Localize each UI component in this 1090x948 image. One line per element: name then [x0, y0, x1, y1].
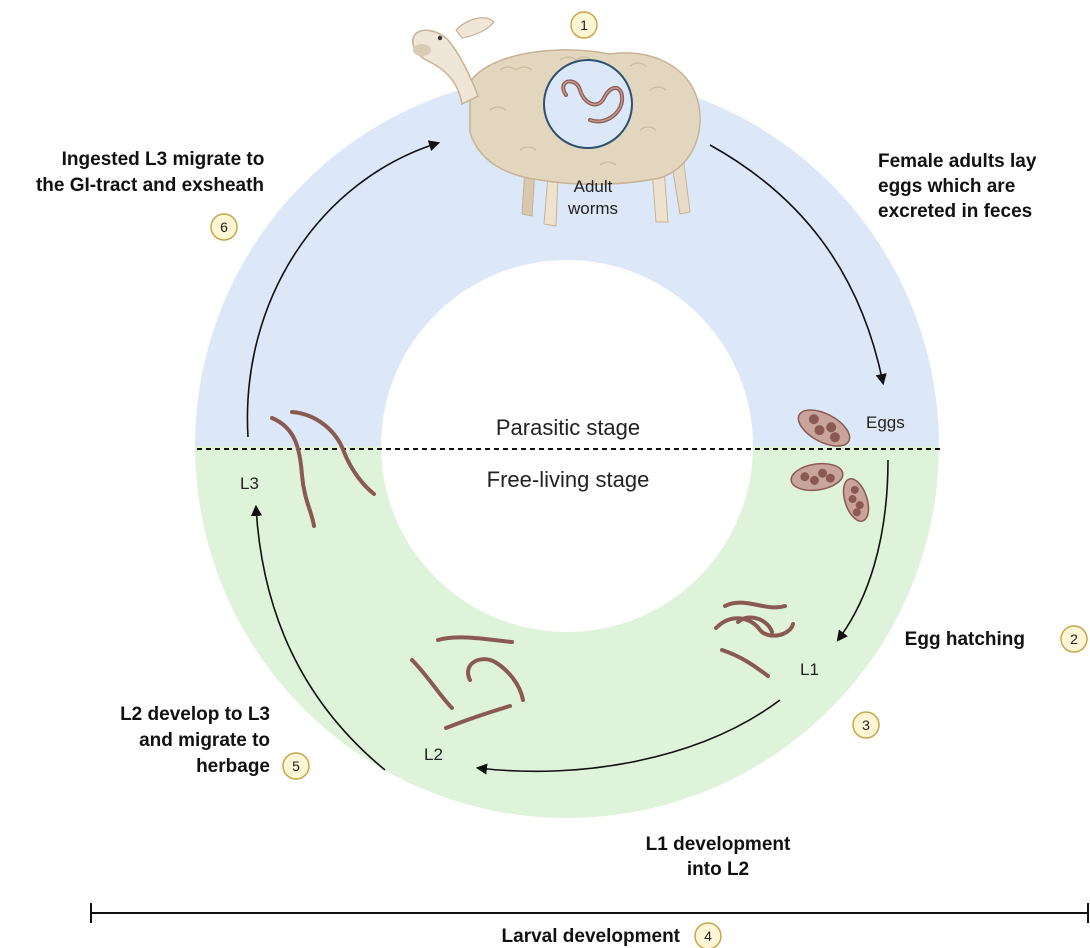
female-adults-annotation: Female adults lay eggs which are excrete… — [878, 151, 1037, 222]
ingested-l3-annotation: Ingested L3 migrate to the GI-tract and … — [36, 149, 264, 196]
svg-text:L1 development: L1 development — [646, 834, 791, 855]
step-3-marker: 3 — [853, 712, 879, 738]
svg-text:6: 6 — [220, 219, 228, 235]
larval-development-label: Larval development — [502, 926, 681, 947]
svg-text:and migrate to: and migrate to — [139, 730, 270, 751]
svg-text:3: 3 — [862, 717, 870, 733]
svg-text:5: 5 — [292, 758, 300, 774]
svg-text:eggs which are: eggs which are — [878, 176, 1015, 197]
step-5-marker: 5 — [283, 753, 309, 779]
l1-label: L1 — [800, 660, 819, 679]
adult-worms-label-line1: Adult — [574, 177, 613, 196]
svg-text:L2 develop to L3: L2 develop to L3 — [120, 704, 270, 725]
step-1-marker: 1 — [571, 12, 597, 38]
l2-develop-annotation: L2 develop to L3 and migrate to herbage — [120, 704, 270, 777]
svg-text:2: 2 — [1070, 631, 1078, 647]
adult-worms-window — [544, 60, 632, 148]
step-6-marker: 6 — [211, 214, 237, 240]
l3-label: L3 — [240, 474, 259, 493]
svg-text:the GI-tract and exsheath: the GI-tract and exsheath — [36, 175, 264, 196]
svg-text:into L2: into L2 — [687, 859, 749, 880]
svg-text:1: 1 — [580, 17, 588, 33]
svg-text:Ingested L3 migrate to: Ingested L3 migrate to — [62, 149, 265, 170]
adult-worms-label-line2: worms — [567, 199, 618, 218]
svg-text:Female adults lay: Female adults lay — [878, 151, 1037, 172]
parasitic-stage-label: Parasitic stage — [496, 415, 640, 440]
larval-development-timeline — [91, 903, 1089, 923]
l2-label: L2 — [424, 745, 443, 764]
svg-text:herbage: herbage — [196, 756, 270, 777]
free-living-stage-label: Free-living stage — [487, 467, 650, 492]
svg-text:4: 4 — [704, 928, 712, 944]
step-2-marker: 2 — [1061, 626, 1087, 652]
step-4-marker: 4 — [695, 923, 721, 948]
l1-development-annotation: L1 development into L2 — [646, 834, 791, 880]
egg-hatching-label: Egg hatching — [905, 629, 1025, 650]
eggs-label: Eggs — [866, 413, 905, 432]
svg-text:excreted in feces: excreted in feces — [878, 201, 1032, 222]
